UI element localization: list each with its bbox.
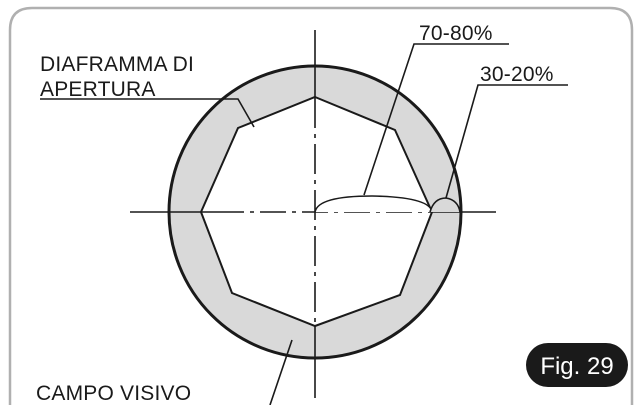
percent-lower-leader-line	[445, 84, 568, 199]
field-of-view-leader-line	[269, 339, 293, 405]
aperture-label-line1: DIAFRAMMA DI	[40, 53, 194, 76]
percent-lower-label: 30-20%	[480, 63, 554, 86]
percent-upper-label: 70-80%	[419, 22, 493, 45]
figure-badge: Fig. 29	[526, 343, 628, 387]
figure-badge-text: Fig. 29	[540, 353, 613, 380]
aperture-ratio-arc	[314, 195, 433, 213]
aperture-leader-line	[40, 98, 255, 128]
percent-upper-leader-line	[363, 43, 509, 196]
aperture-label-line2: APERTURA	[40, 78, 156, 101]
field-of-view-label: CAMPO VISIVO	[36, 382, 191, 405]
figure-frame	[8, 6, 634, 405]
